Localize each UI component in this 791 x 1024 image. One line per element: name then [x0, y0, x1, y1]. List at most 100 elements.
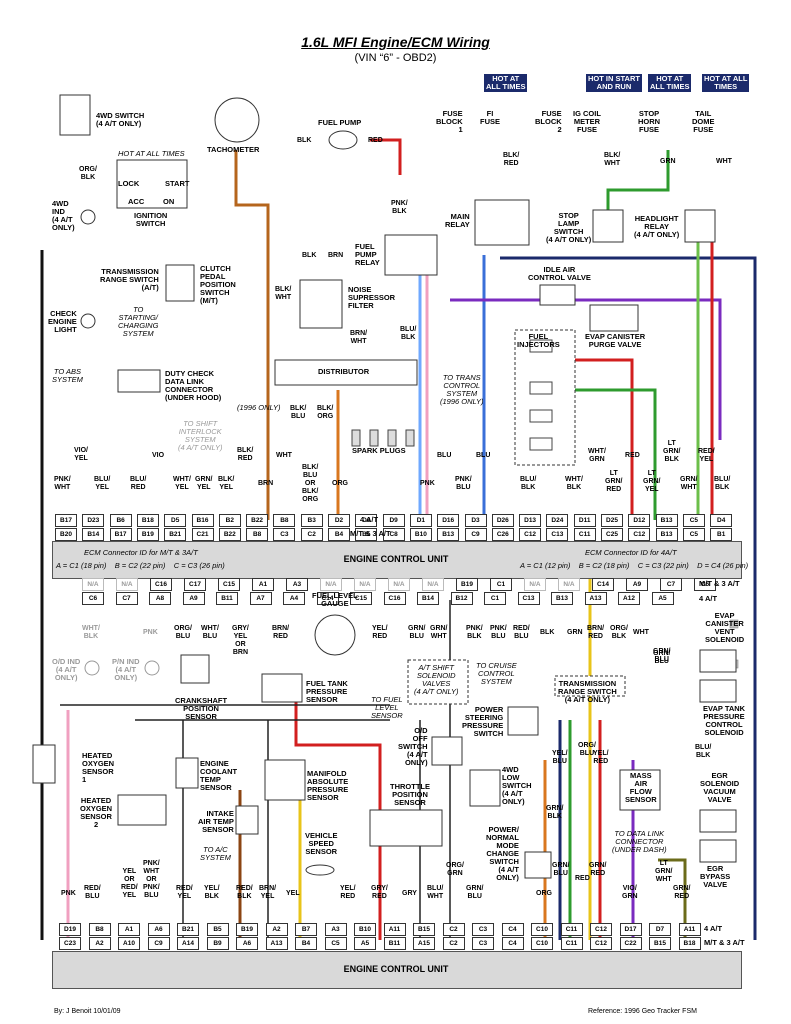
noise-filter-box: [299, 279, 343, 329]
ign-lock: LOCK: [118, 179, 140, 188]
wire-blk-noise: BLK: [302, 252, 317, 259]
evap-purge-label: EVAP CANISTER PURGE VALVE: [585, 332, 646, 349]
ecm-pin: N/A: [524, 578, 546, 591]
ecm-pin: C12: [590, 923, 612, 936]
wire-mid-13: GRN: [567, 629, 583, 636]
wire-bot-20: VIO/ GRN: [622, 885, 638, 900]
wire-top-0: PNK/ WHT: [54, 476, 71, 491]
ecm-conn-right-pins: A = C1 (12 pin) B = C2 (18 pin) C = C3 (…: [520, 561, 749, 570]
wire-mid-4: GRY/ YEL OR BRN: [232, 625, 249, 656]
ecm-pin: C9: [147, 937, 170, 950]
wire-bot-18: GRN/ RED: [589, 862, 607, 877]
ecm-pin: C16: [383, 592, 406, 605]
wire-bot-19: GRN/ BLK: [546, 805, 564, 820]
wire-bot-5: YEL/ BLK: [204, 885, 220, 900]
ecm-pin: B14: [417, 592, 439, 605]
ecm-pin: C22: [619, 937, 642, 950]
wire-bot-3: PNK/ WHT OR PNK/ BLU: [143, 860, 160, 899]
hot-label-start-run: HOT IN START AND RUN: [586, 74, 642, 92]
ignition-box: [116, 159, 188, 209]
wire-mid-1: PNK: [143, 629, 158, 636]
ecm-pin: A11: [383, 923, 406, 936]
tank-pressure-box: [261, 673, 303, 703]
ecm-pin: N/A: [82, 578, 104, 591]
wire-top-4: VIO: [152, 452, 165, 459]
ecm-pin: A9: [626, 578, 648, 591]
wire-top-10: WHT: [276, 452, 292, 459]
wire-pnk-blk: PNK/ BLK: [391, 200, 408, 215]
wire-blk-blu: BLK/ BLU: [290, 405, 307, 420]
wire-mid-15: ORG/ BLK: [610, 625, 628, 640]
wire-top-17: BLU/ BLK: [520, 476, 537, 491]
wire-mid-9: PNK/ BLK: [466, 625, 483, 640]
wire-brn-noise: BRN: [328, 252, 344, 259]
pn-ind-label: P/N IND (4 A/T ONLY): [112, 657, 140, 682]
ecm-pin: C11: [560, 937, 583, 950]
ign-on: ON: [163, 197, 175, 206]
wire-top-16: BLU: [476, 452, 491, 459]
headlight-relay-label: HEADLIGHT RELAY (4 A/T ONLY): [634, 214, 680, 239]
ecm-pin: B4: [328, 528, 350, 541]
wire-bot-21: GRN/ RED: [673, 885, 691, 900]
vent-solenoid-box: [699, 649, 737, 673]
wire-top-14: PNK/ BLU: [455, 476, 472, 491]
fuse-block-1-label: FUSE BLOCK 1: [436, 109, 463, 134]
wire-top-23: LT GRN/ BLK: [663, 440, 681, 463]
purge-valve-box: [589, 304, 639, 332]
reference: Reference: 1996 Geo Tracker FSM: [588, 1008, 697, 1015]
ecm-pin: C11: [560, 923, 583, 936]
ecm-pin: A5: [651, 592, 674, 605]
ecm-pin: A2: [265, 923, 288, 936]
maf-label: MASS AIR FLOW SENSOR: [625, 771, 657, 804]
wire-top-15: BLU: [437, 452, 452, 459]
trans-range-box: [165, 264, 195, 302]
ecm-pin: B10: [354, 923, 376, 936]
ecm-pin: B6: [109, 514, 132, 527]
wire-bot-4: RED/ YEL: [176, 885, 193, 900]
ecm-pin: N/A: [354, 578, 376, 591]
ecm-pin: B15: [649, 937, 671, 950]
egr-bypass-box: [699, 839, 737, 863]
ecm-pin: A7: [249, 592, 272, 605]
ecm-pin: B7: [295, 923, 317, 936]
ecm-pin: A8: [149, 592, 171, 605]
ecm-pin: C15: [350, 592, 372, 605]
ecm-conn-left-pins: A = C1 (18 pin) B = C2 (22 pin) C = C3 (…: [56, 561, 225, 570]
wire-bot-15: ORG: [536, 890, 552, 897]
wire-bot-8: YEL: [286, 890, 300, 897]
ecm-pin: A2: [88, 937, 111, 950]
ecm-pin: D5: [164, 514, 187, 527]
ecm-pin: C1: [490, 578, 512, 591]
vss-body: [305, 864, 335, 876]
wire-top-3: BLU/ RED: [130, 476, 147, 491]
ecm-pin: B21: [164, 528, 187, 541]
ecm-pin: D25: [601, 514, 623, 527]
hot-label-tail: HOT AT ALL TIMES: [702, 74, 750, 92]
distributor-box: [274, 359, 418, 386]
tachometer-label: TACHOMETER: [207, 145, 260, 154]
ecm-pin: B8: [88, 923, 111, 936]
hot-all-times-label: HOT AT ALL TIMES: [118, 149, 185, 158]
ecm-pin: A10: [118, 937, 140, 950]
ecm-bar-bottom: [52, 951, 742, 989]
ecm-pin: B9: [206, 937, 229, 950]
crank-sensor-box: [180, 654, 210, 684]
iat-box: [235, 805, 259, 835]
diagram-subtitle: (VIN “6” - OBD2): [354, 52, 437, 64]
noise-filter-label: NOISE SUPRESSOR FILTER: [348, 285, 396, 310]
to-abs-label: TO ABS SYSTEM: [52, 367, 83, 384]
idle-air-box: [539, 284, 576, 306]
ecm-pin: C17: [184, 578, 206, 591]
ecm-pin: N/A: [388, 578, 410, 591]
ecm-pin: C5: [324, 937, 347, 950]
ecm-pin: C9: [464, 528, 487, 541]
fuse-block-2-label: FUSE BLOCK 2: [535, 109, 562, 134]
ecm-pin: B22: [218, 528, 241, 541]
ecm-pin: B12: [450, 592, 473, 605]
ecm-pin: C13: [546, 528, 569, 541]
ecm-title-bottom: ENGINE CONTROL UNIT: [343, 964, 449, 974]
wire-top-1: VIO/ YEL: [74, 447, 89, 462]
od-switch-box: [431, 736, 463, 766]
to-cruise-label: TO CRUISE CONTROL SYSTEM: [476, 661, 517, 686]
